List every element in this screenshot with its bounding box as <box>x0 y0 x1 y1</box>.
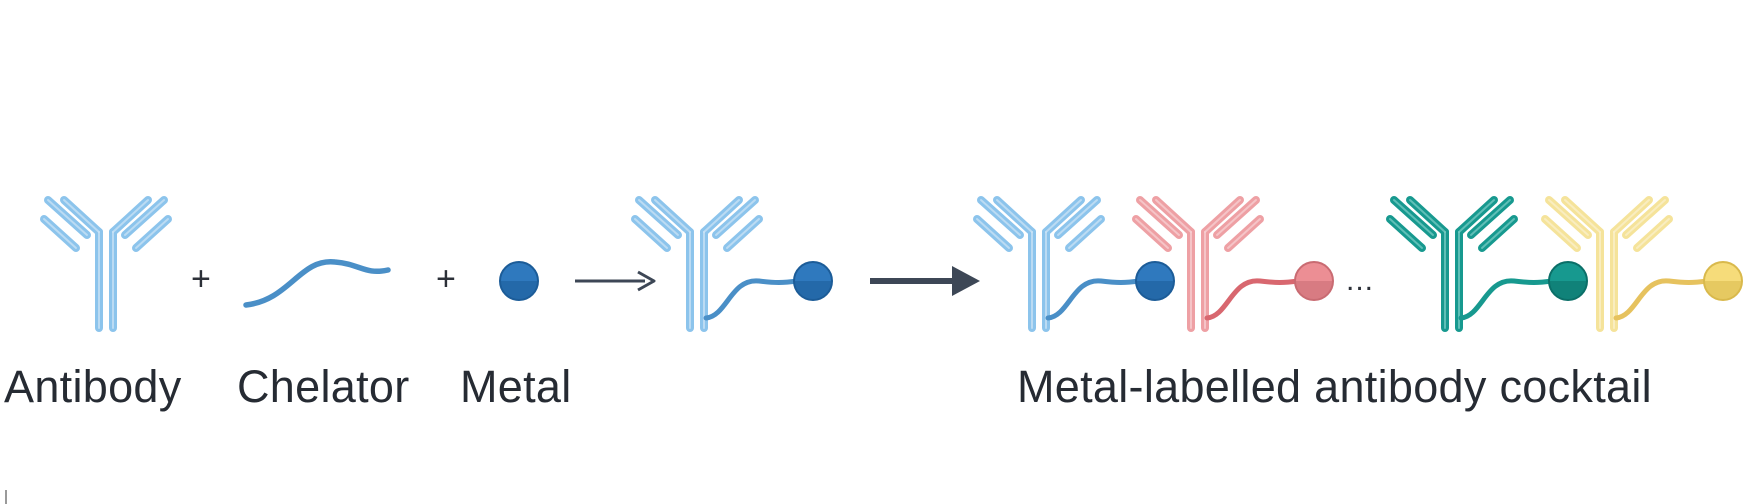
labelled-antibody-icon <box>973 196 1175 332</box>
labelled-antibody-icon <box>1541 196 1743 332</box>
labelled-antibody-icon <box>631 196 833 332</box>
ellipsis: ... <box>1346 264 1375 297</box>
antibody-icon <box>40 196 172 332</box>
plus-sign: + <box>191 260 211 298</box>
metal-label: Metal <box>460 361 572 412</box>
arrow-icon <box>575 270 656 292</box>
antibody-label: Antibody <box>4 361 182 412</box>
metal-icon <box>499 261 539 301</box>
chelator-icon <box>243 259 391 308</box>
edge-mark <box>5 490 7 504</box>
arrow-icon <box>870 266 980 296</box>
cocktail-label: Metal-labelled antibody cocktail <box>1017 361 1652 412</box>
labelled-antibody-icon <box>1386 196 1588 332</box>
chelator-label: Chelator <box>237 361 410 412</box>
plus-sign: + <box>436 260 456 298</box>
labelled-antibody-icon <box>1132 196 1334 332</box>
